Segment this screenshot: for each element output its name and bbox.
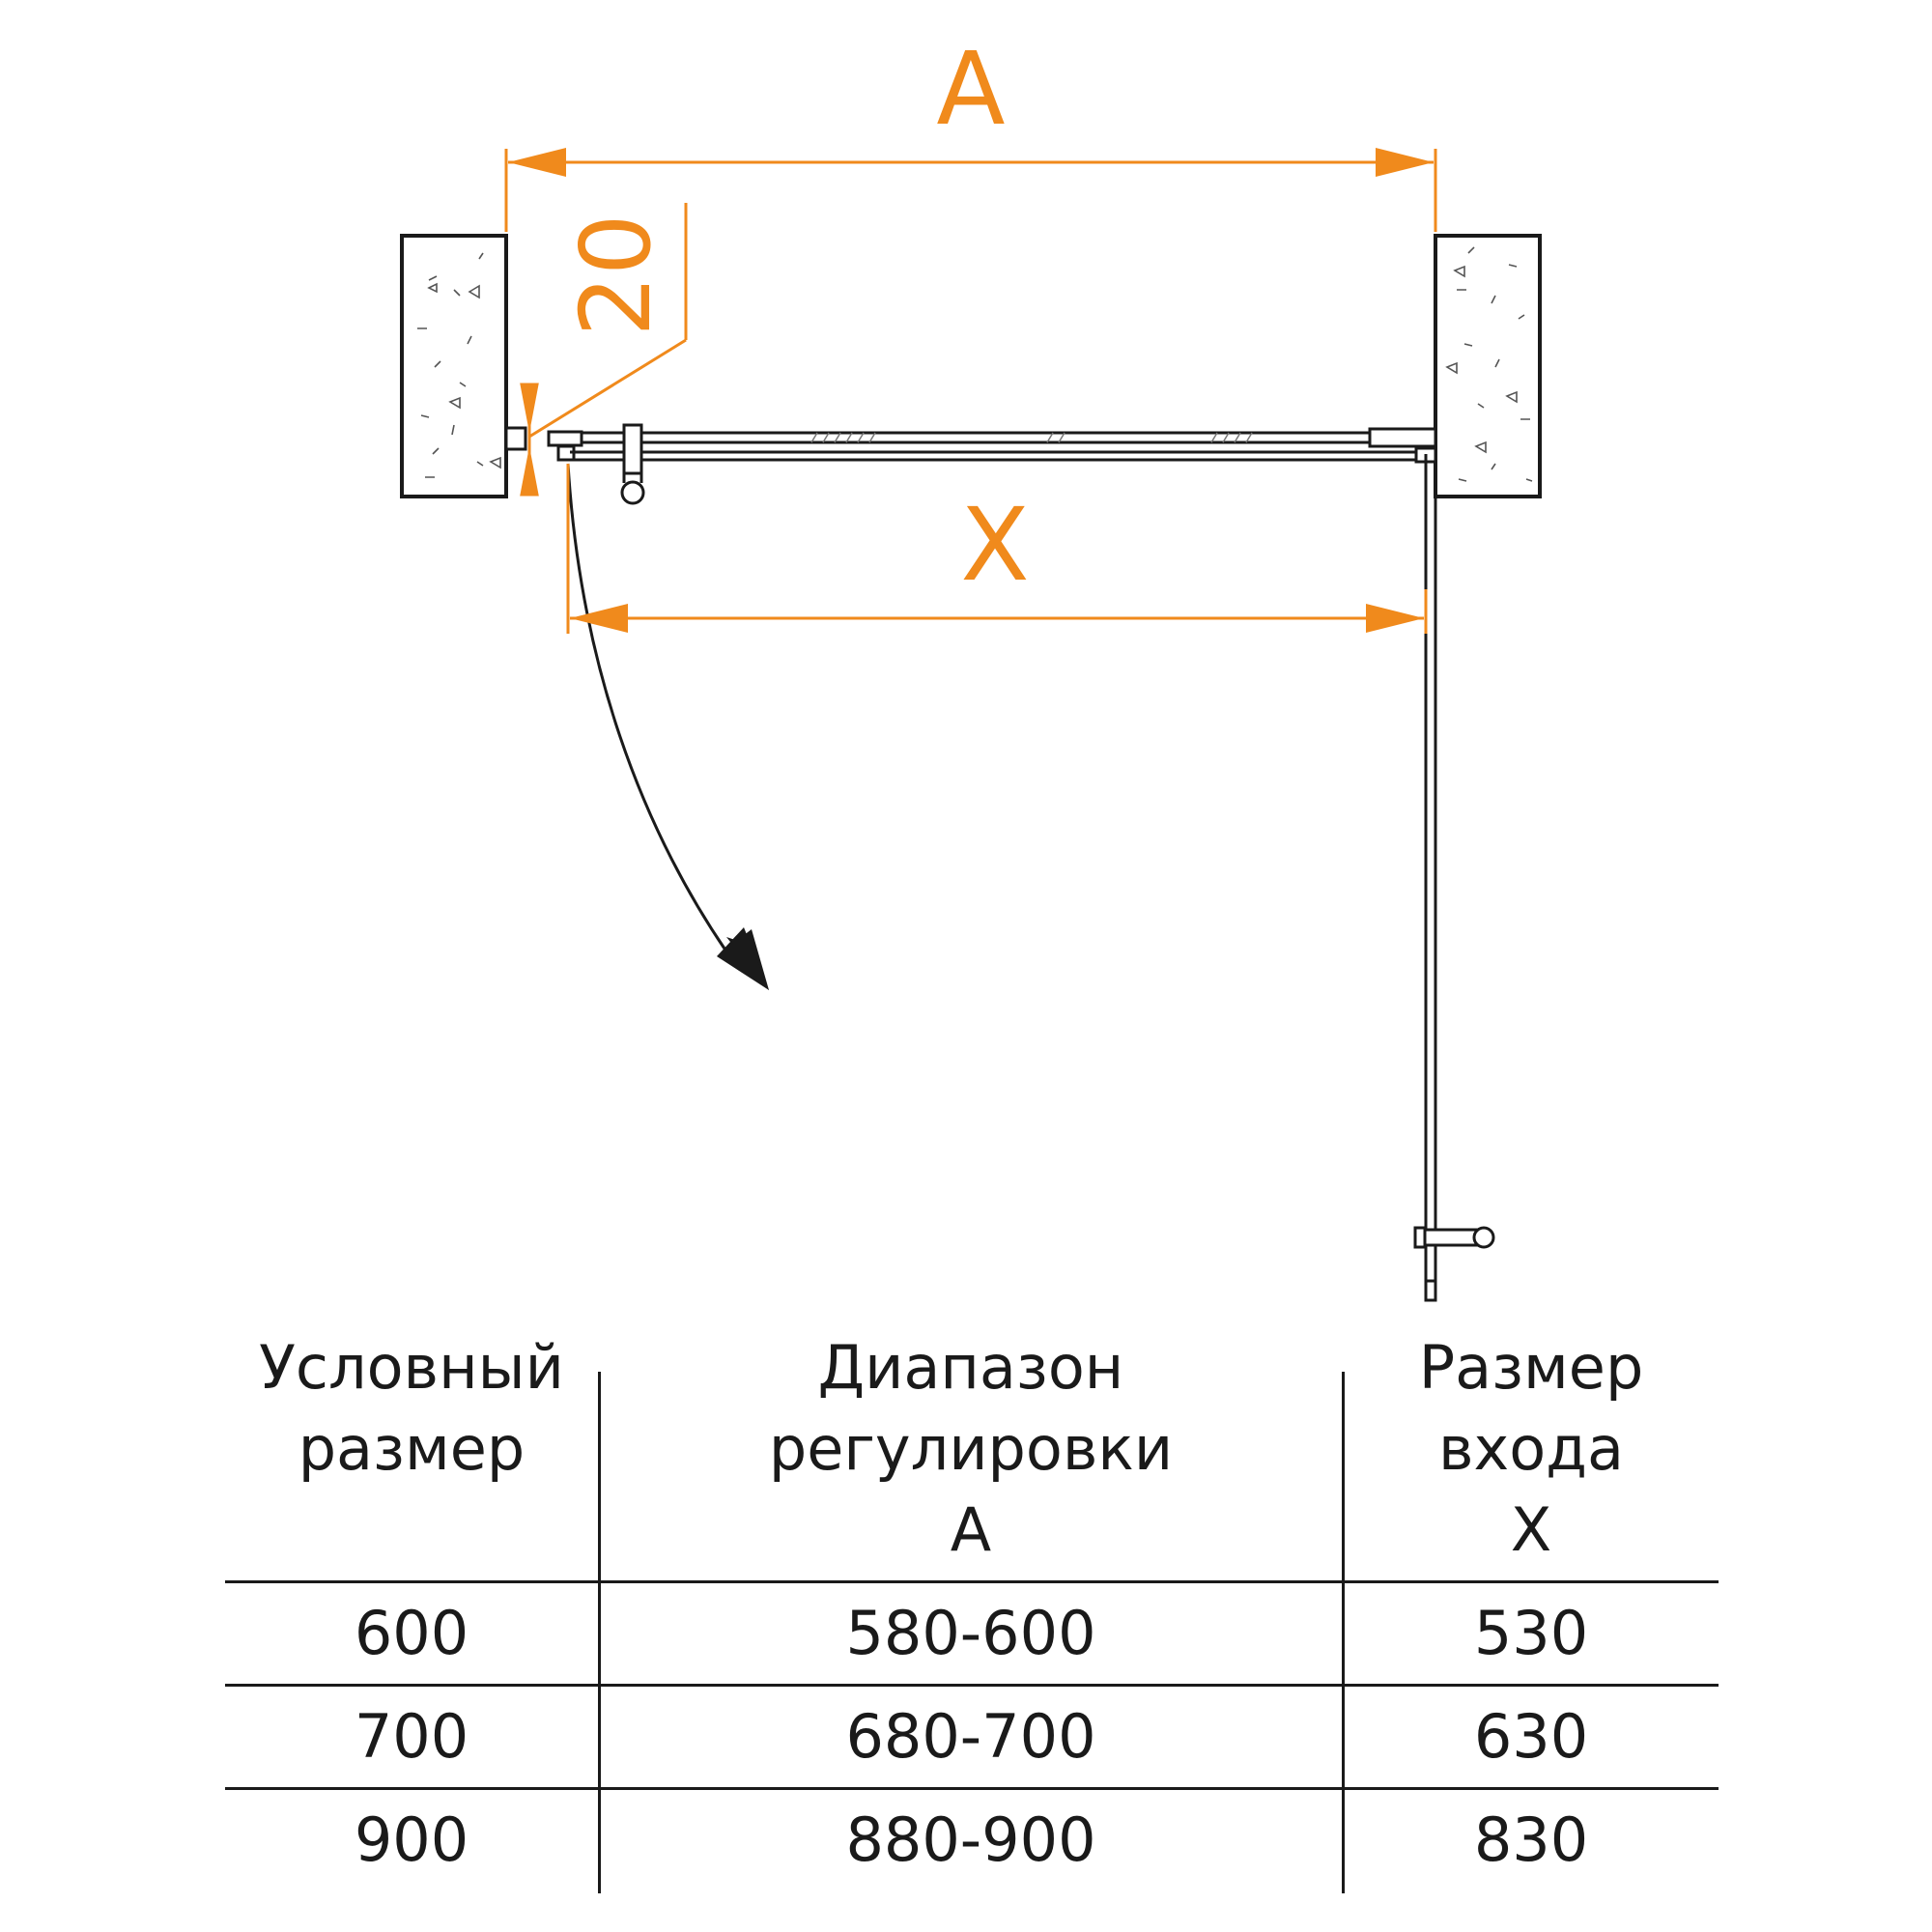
dimension-x-label: X xyxy=(960,486,1029,604)
table-cell: 830 xyxy=(1473,1804,1589,1875)
header-nominal-size-line1: Условный xyxy=(259,1332,564,1403)
table-cell: 680-700 xyxy=(845,1701,1096,1772)
shower-door-plan-drawing: A X 20 xyxy=(400,30,1542,1302)
dimension-offset xyxy=(520,203,688,497)
header-entrance-size-line2: входа xyxy=(1437,1413,1625,1484)
header-nominal-size: Условный размер xyxy=(225,1327,598,1578)
header-entrance-size-line3: X xyxy=(1510,1494,1552,1565)
table-cell: 580-600 xyxy=(845,1598,1096,1668)
table-cell: 630 xyxy=(1473,1701,1589,1772)
header-adjustment-range-line3: A xyxy=(950,1494,992,1565)
table-divider-vertical xyxy=(1342,1372,1345,1893)
glass-panel-closed xyxy=(570,427,1437,464)
right-wall xyxy=(1434,234,1542,498)
left-wall xyxy=(400,234,508,498)
table-cell: 600 xyxy=(354,1598,469,1668)
dimension-a xyxy=(504,148,1437,232)
table-cell: 880-900 xyxy=(845,1804,1096,1875)
table-divider-horizontal xyxy=(225,1684,1719,1687)
dimension-offset-label: 20 xyxy=(559,213,672,336)
table-cell: 700 xyxy=(354,1701,469,1772)
door-handle xyxy=(620,423,645,505)
door-open-position xyxy=(1413,454,1495,1302)
dimension-a-label: A xyxy=(936,30,1005,148)
table-divider-horizontal xyxy=(225,1580,1719,1583)
table-cell: 900 xyxy=(354,1804,469,1875)
header-entrance-size: Размер входа X xyxy=(1344,1327,1719,1578)
dimension-x xyxy=(566,464,1428,634)
hinge-bracket xyxy=(504,426,583,462)
size-table: Условный размер Диапазон регулировки A Р… xyxy=(225,1332,1719,1893)
header-entrance-size-line1: Размер xyxy=(1418,1332,1644,1403)
swing-direction-arrow xyxy=(566,463,769,990)
header-adjustment-range: Диапазон регулировки A xyxy=(598,1327,1344,1578)
table-divider-vertical xyxy=(598,1372,601,1893)
header-adjustment-range-line2: регулировки xyxy=(768,1413,1174,1484)
header-nominal-size-line2: размер xyxy=(298,1413,526,1484)
header-adjustment-range-line1: Диапазон xyxy=(817,1332,1124,1403)
table-cell: 530 xyxy=(1473,1598,1589,1668)
table-divider-horizontal xyxy=(225,1787,1719,1790)
